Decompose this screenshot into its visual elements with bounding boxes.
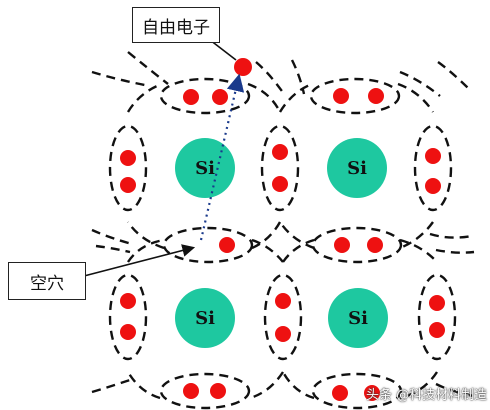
cell-arc bbox=[126, 82, 282, 250]
outer-bond bbox=[91, 378, 475, 398]
free-electron-label: 自由电子 bbox=[132, 7, 220, 43]
bond-ellipse bbox=[311, 226, 403, 264]
bond-ellipse bbox=[413, 124, 453, 212]
si-label: Si bbox=[195, 158, 215, 179]
si-label: Si bbox=[195, 308, 215, 329]
bond-ellipse bbox=[108, 124, 148, 212]
bond-ellipse bbox=[263, 273, 303, 361]
bond-ellipse bbox=[260, 124, 300, 212]
si-label: Si bbox=[347, 158, 367, 179]
bond-ellipse bbox=[159, 372, 251, 410]
bond-ellipse bbox=[159, 77, 251, 115]
bond-lines bbox=[91, 51, 475, 410]
electron bbox=[272, 176, 288, 192]
bond-ellipse bbox=[309, 77, 401, 115]
electron bbox=[183, 383, 199, 399]
electron bbox=[368, 88, 384, 104]
electron bbox=[183, 89, 199, 105]
outer-bond bbox=[255, 59, 306, 95]
electron bbox=[425, 178, 441, 194]
watermark: 头条 @科技材料制造 bbox=[366, 388, 488, 403]
cell-arc bbox=[281, 238, 439, 400]
electron bbox=[334, 237, 350, 253]
electron bbox=[275, 293, 291, 309]
outer-bond bbox=[91, 51, 169, 88]
electron bbox=[425, 148, 441, 164]
free-electron-pointer bbox=[209, 39, 237, 61]
si-atom: Si bbox=[175, 288, 235, 348]
electron bbox=[429, 322, 445, 338]
outer-bond bbox=[91, 228, 133, 254]
electron bbox=[120, 324, 136, 340]
electron bbox=[333, 88, 349, 104]
electron bbox=[120, 150, 136, 166]
electron bbox=[367, 237, 383, 253]
bond-ellipse bbox=[417, 273, 457, 361]
si-atom: Si bbox=[327, 138, 387, 198]
electron bbox=[364, 385, 380, 401]
cell-arc bbox=[126, 238, 285, 400]
cell-arc bbox=[278, 82, 435, 250]
electron bbox=[275, 326, 291, 342]
bond-ellipse bbox=[311, 372, 403, 410]
electron bbox=[210, 383, 226, 399]
electron bbox=[120, 293, 136, 309]
free-electron bbox=[234, 58, 252, 76]
hole-label: 空穴 bbox=[8, 262, 86, 300]
si-atom: Si bbox=[175, 138, 235, 198]
si-label: Si bbox=[348, 308, 368, 329]
outer-bond bbox=[429, 232, 475, 254]
electron bbox=[219, 237, 235, 253]
electron bbox=[429, 295, 445, 311]
electron bbox=[332, 385, 348, 401]
outer-bond bbox=[399, 61, 471, 97]
electron bbox=[212, 89, 228, 105]
hole-pointer bbox=[83, 244, 196, 277]
electrons bbox=[120, 58, 445, 401]
bond-ellipse bbox=[108, 273, 148, 361]
bond-ellipse bbox=[162, 226, 254, 264]
electron bbox=[120, 177, 136, 193]
si-atom: Si bbox=[328, 288, 388, 348]
electron bbox=[272, 144, 288, 160]
